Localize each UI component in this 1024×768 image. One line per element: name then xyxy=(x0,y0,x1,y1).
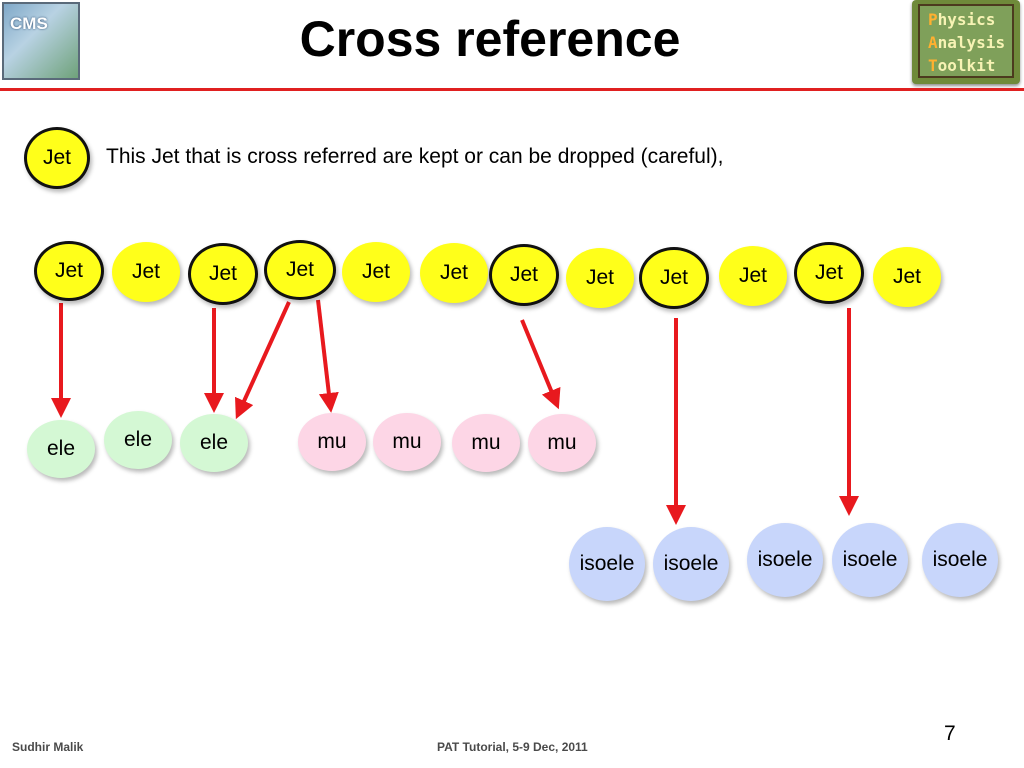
toolkit-line-1: Physics xyxy=(928,10,996,29)
isoele-label: isoele xyxy=(842,548,898,571)
jet-node-5: Jet xyxy=(342,242,410,302)
isoele-node-5: isoele xyxy=(922,523,998,597)
toolkit-line-3: Toolkit xyxy=(928,56,996,75)
mu-node-4: mu xyxy=(528,414,596,472)
mu-node-1: mu xyxy=(298,413,366,471)
ele-node-3: ele xyxy=(180,414,248,472)
mu-label: mu xyxy=(317,430,347,453)
jet-label: Jet xyxy=(285,258,314,281)
cms-logo: CMS xyxy=(2,2,80,80)
jet-node-4: Jet xyxy=(264,240,336,300)
jet-label: Jet xyxy=(439,261,468,284)
footer-author: Sudhir Malik xyxy=(12,740,84,754)
jet-node-12: Jet xyxy=(873,247,941,307)
legend-jet-label: Jet xyxy=(42,146,71,169)
isoele-node-3: isoele xyxy=(747,523,823,597)
toolkit-logo-text: Physics Analysis Toolkit xyxy=(928,8,1005,77)
ele-node-1: ele xyxy=(27,420,95,478)
ele-label: ele xyxy=(46,437,76,460)
jet-node-6: Jet xyxy=(420,243,488,303)
jet-label: Jet xyxy=(738,264,767,287)
legend-jet-node: Jet xyxy=(24,127,90,189)
isoele-label: isoele xyxy=(757,548,813,571)
mu-label: mu xyxy=(471,431,501,454)
mu-label: mu xyxy=(392,430,422,453)
jet-node-1: Jet xyxy=(34,241,104,301)
arrow-jet7-mu4 xyxy=(520,319,561,410)
page-number: 7 xyxy=(944,722,956,745)
isoele-label: isoele xyxy=(932,548,988,571)
mu-node-3: mu xyxy=(452,414,520,472)
physics-analysis-toolkit-logo: Physics Analysis Toolkit xyxy=(912,0,1020,84)
jet-node-2: Jet xyxy=(112,242,180,302)
jet-label: Jet xyxy=(54,259,83,282)
arrow-jet4-ele3 xyxy=(235,301,291,420)
toolkit-line-2: Analysis xyxy=(928,33,1006,52)
jet-label: Jet xyxy=(509,263,538,286)
legend-text: This Jet that is cross referred are kept… xyxy=(106,145,724,168)
ele-label: ele xyxy=(123,428,153,451)
jet-label: Jet xyxy=(892,265,921,288)
slide-title: Cross reference xyxy=(299,11,681,67)
jet-label: Jet xyxy=(361,260,390,283)
jet-node-7: Jet xyxy=(489,244,559,306)
ele-label: ele xyxy=(199,431,229,454)
ele-node-2: ele xyxy=(104,411,172,469)
isoele-label: isoele xyxy=(579,552,635,575)
arrow-jet4-mu1 xyxy=(316,299,339,413)
jet-label: Jet xyxy=(208,262,237,285)
cms-logo-text: CMS xyxy=(10,14,48,33)
jet-label: Jet xyxy=(585,266,614,289)
isoele-node-4: isoele xyxy=(832,523,908,597)
jet-label: Jet xyxy=(814,261,843,284)
jet-label: Jet xyxy=(659,266,688,289)
jet-node-8: Jet xyxy=(566,248,634,308)
isoele-node-2: isoele xyxy=(653,527,729,601)
jet-node-10: Jet xyxy=(719,246,787,306)
mu-label: mu xyxy=(547,431,577,454)
title-divider xyxy=(0,88,1024,91)
mu-node-2: mu xyxy=(373,413,441,471)
jet-node-3: Jet xyxy=(188,243,258,305)
jet-node-9: Jet xyxy=(639,247,709,309)
footer-event: PAT Tutorial, 5-9 Dec, 2011 xyxy=(437,740,588,754)
isoele-node-1: isoele xyxy=(569,527,645,601)
jet-label: Jet xyxy=(131,260,160,283)
isoele-label: isoele xyxy=(663,552,719,575)
toolkit-chalkboard: Physics Analysis Toolkit xyxy=(918,4,1014,78)
jet-node-11: Jet xyxy=(794,242,864,304)
